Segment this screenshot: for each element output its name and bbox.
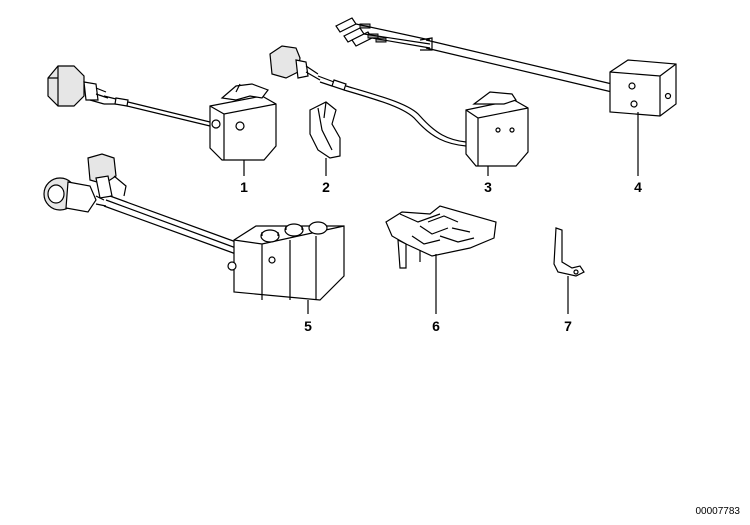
part-4-cable <box>419 37 613 93</box>
part-4-wires <box>355 23 431 49</box>
part-1-connector <box>47 65 109 107</box>
part-2-clip <box>309 101 341 159</box>
part-7-bracket <box>553 227 585 277</box>
part-3-switch-assembly <box>269 45 529 167</box>
part-4-terminals <box>335 17 387 47</box>
part-5-connector-upper <box>87 153 127 199</box>
part-labels: 1 2 3 4 5 6 7 <box>240 179 642 334</box>
part-label-3: 3 <box>484 179 492 195</box>
part-1-switch-assembly <box>47 65 277 161</box>
part-5-switch-block-assembly <box>43 153 345 301</box>
part-label-5: 5 <box>304 318 312 334</box>
part-label-7: 7 <box>564 318 572 334</box>
part-5-block <box>227 221 345 301</box>
part-label-6: 6 <box>432 318 440 334</box>
part-6-mounting-plate <box>385 205 497 269</box>
part-4-block <box>609 59 677 117</box>
part-5-connector-round <box>43 177 107 213</box>
part-3-connector <box>269 45 321 81</box>
part-4-sensor-assembly <box>335 17 677 117</box>
part-label-2: 2 <box>322 179 330 195</box>
part-label-1: 1 <box>240 179 248 195</box>
part-1-switch-body <box>209 83 277 161</box>
leader-lines <box>243 112 639 314</box>
part-label-4: 4 <box>634 179 642 195</box>
part-3-switch-body <box>465 91 529 167</box>
part-3-cable <box>317 75 467 147</box>
part-5-cable <box>103 195 237 255</box>
reference-number: 00007783 <box>696 506 741 517</box>
